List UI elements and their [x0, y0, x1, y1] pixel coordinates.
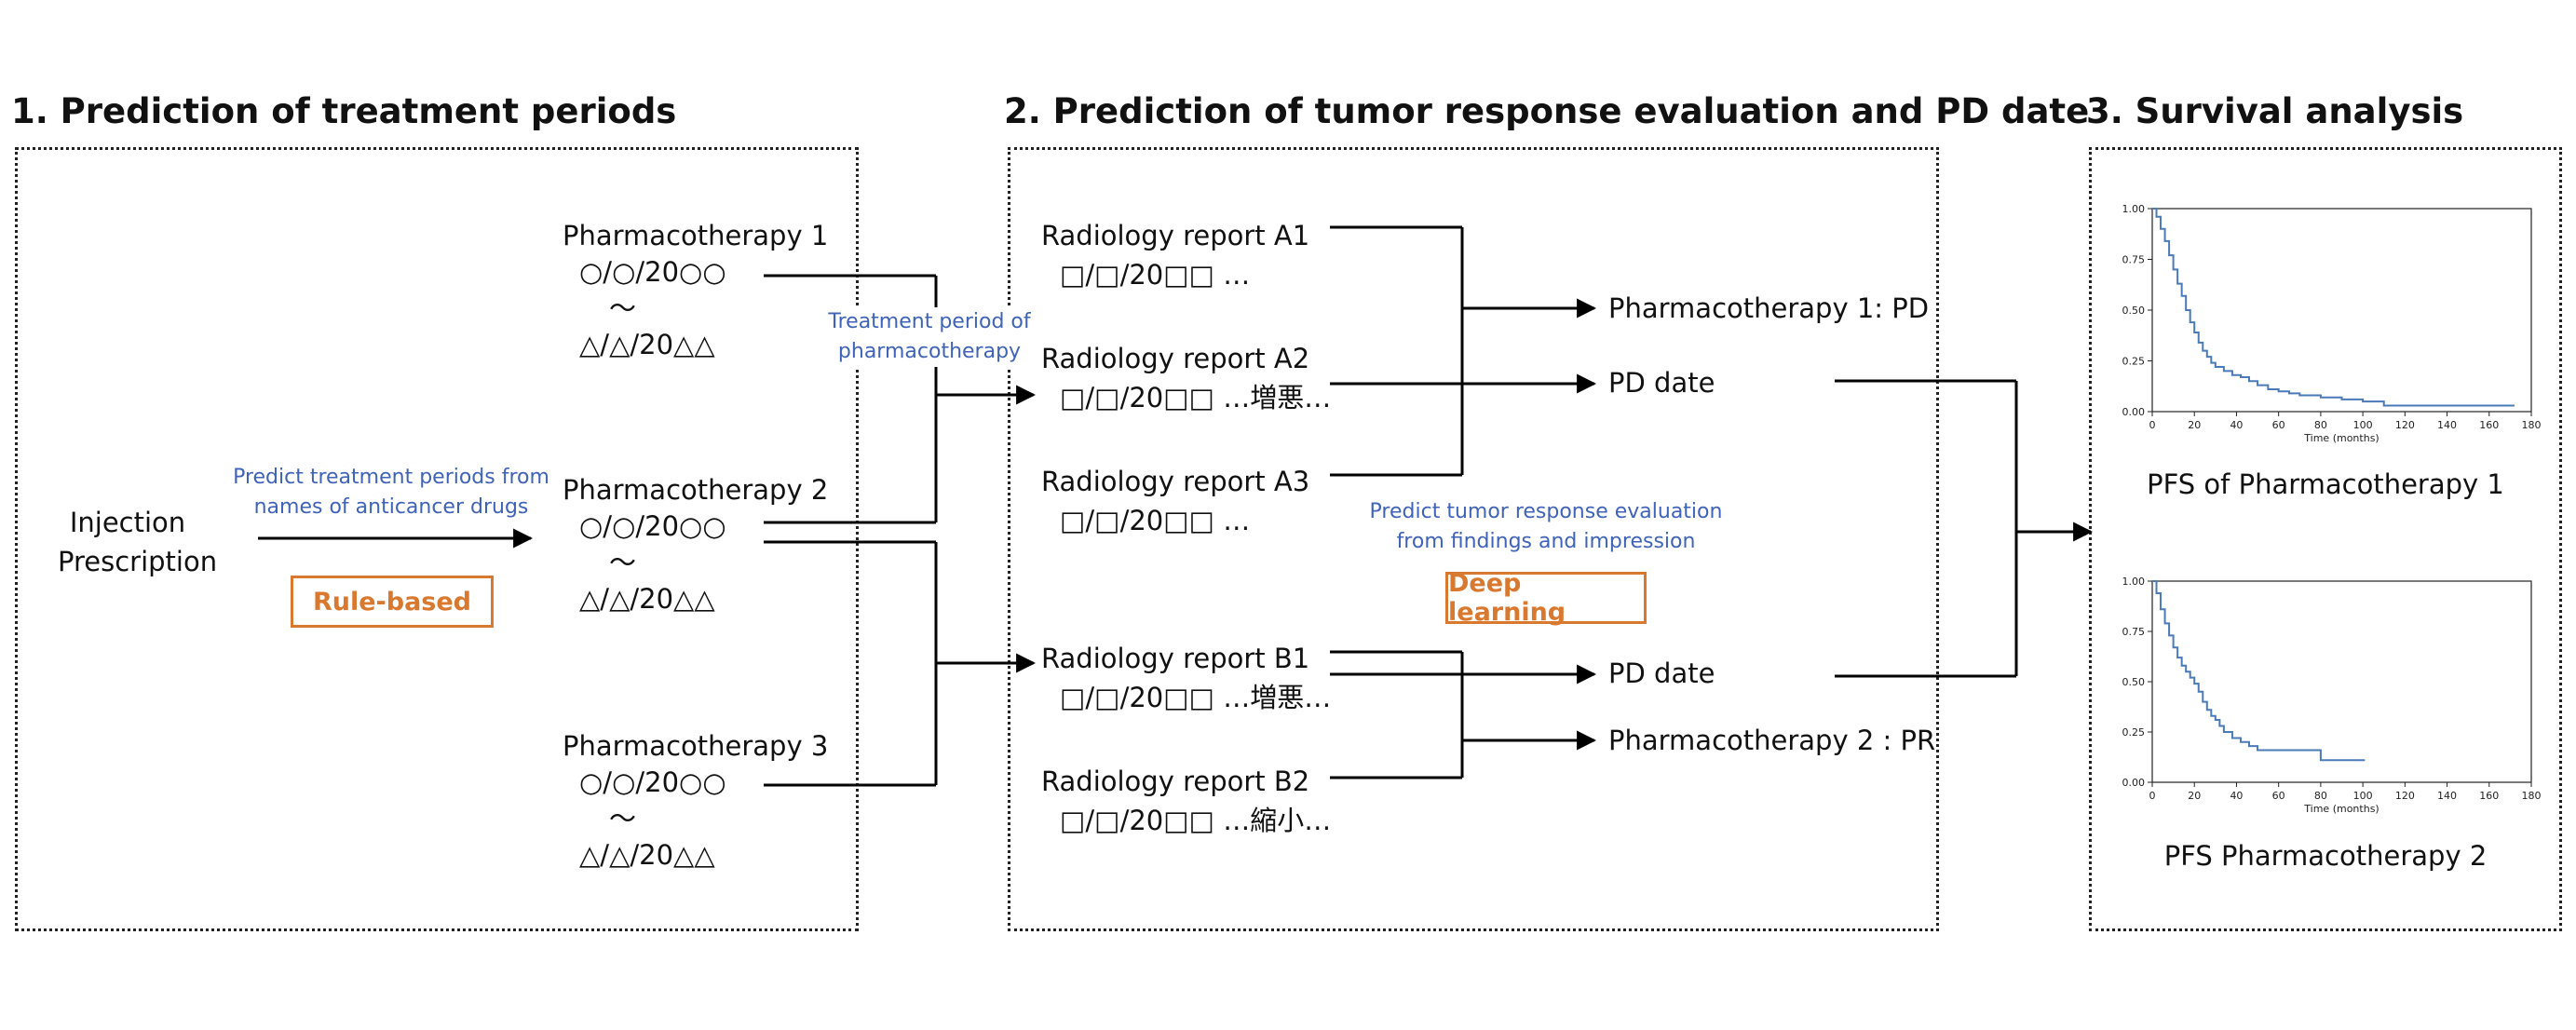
treatment-period-note-line-2: pharmacotherapy [837, 339, 1022, 363]
pd-date-output-b: PD date [1608, 657, 1715, 689]
radiology-report-b2: Radiology report B2 □/□/20□□ …縮小… [1041, 762, 1331, 840]
treatment-period-note: Treatment period of pharmacotherapy [818, 307, 1041, 367]
therapy-tilde: 〜 [609, 547, 637, 578]
eval-output-a: Pharmacotherapy 1: PD [1608, 292, 1930, 324]
pfs-chart-1-caption: PFS of Pharmacotherapy 1 [2147, 468, 2504, 500]
plot-frame [2151, 580, 2532, 783]
therapy-start: ○/○/20○○ [579, 766, 726, 798]
x-tick-label: 40 [2230, 790, 2243, 802]
report-name: Radiology report A2 [1041, 343, 1310, 374]
x-tick-label: 20 [2188, 790, 2201, 802]
x-tick-label: 140 [2437, 790, 2457, 802]
pharmacotherapy-2: Pharmacotherapy 2 ○/○/20○○ 〜 △/△/20△△ [563, 472, 828, 617]
y-tick-label: 0.25 [2122, 356, 2146, 368]
x-tick-label: 60 [2272, 790, 2285, 802]
x-tick-label: 0 [2149, 419, 2156, 431]
predict-response-note: Predict tumor response evaluation from f… [1360, 497, 1732, 557]
y-tick-label: 0.00 [2122, 406, 2146, 418]
section-2-box [1008, 147, 1939, 931]
section-3-title: 3. Survival analysis [2086, 91, 2464, 131]
prescription-line-2: Prescription [58, 546, 218, 577]
y-tick-label: 0.50 [2122, 305, 2146, 317]
report-name: Radiology report A1 [1041, 220, 1310, 251]
y-tick-label: 1.00 [2122, 576, 2146, 588]
predict-periods-note-line-2: names of anticancer drugs [253, 495, 529, 519]
radiology-report-a3: Radiology report A3 □/□/20□□ … [1041, 462, 1309, 540]
section-2-title: 2. Prediction of tumor response evaluati… [1004, 91, 2090, 131]
report-line: □/□/20□□ …増悪… [1060, 682, 1332, 713]
report-name: Radiology report A3 [1041, 466, 1310, 497]
survival-curve [2152, 580, 2366, 762]
y-tick-label: 0.50 [2122, 676, 2146, 688]
therapy-tilde: 〜 [609, 803, 637, 834]
section-1-title: 1. Prediction of treatment periods [11, 91, 677, 131]
radiology-report-a1: Radiology report A1 □/□/20□□ … [1041, 216, 1309, 294]
therapy-start: ○/○/20○○ [579, 256, 726, 288]
section-1-box [15, 147, 859, 931]
rule-based-badge: Rule-based [291, 576, 494, 628]
radiology-report-b1: Radiology report B1 □/□/20□□ …増悪… [1041, 639, 1331, 717]
x-tick-label: 100 [2353, 790, 2373, 802]
x-tick-label: 80 [2314, 419, 2327, 431]
x-tick-label: 180 [2522, 419, 2542, 431]
x-tick-label: 180 [2522, 790, 2542, 802]
eval-output-b: Pharmacotherapy 2 : PR [1608, 725, 1936, 756]
therapy-start: ○/○/20○○ [579, 510, 726, 542]
therapy-end: △/△/20△△ [579, 329, 715, 360]
therapy-tilde: 〜 [609, 292, 637, 324]
therapy-name: Pharmacotherapy 2 [563, 474, 829, 506]
y-tick-label: 0.75 [2122, 254, 2146, 266]
x-tick-label: 140 [2437, 419, 2457, 431]
predict-response-note-line-1: Predict tumor response evaluation [1369, 500, 1723, 523]
report-line: □/□/20□□ …縮小… [1060, 805, 1332, 836]
radiology-report-a2: Radiology report A2 □/□/20□□ …増悪… [1041, 339, 1331, 417]
x-tick-label: 120 [2395, 790, 2415, 802]
pd-date-output-a: PD date [1608, 367, 1715, 399]
x-tick-label: 160 [2479, 419, 2499, 431]
treatment-period-note-line-1: Treatment period of [828, 310, 1031, 333]
report-name: Radiology report B2 [1041, 766, 1310, 797]
x-axis-label: Time (months) [2303, 803, 2379, 815]
survival-curve [2152, 208, 2515, 407]
therapy-end: △/△/20△△ [579, 839, 715, 871]
predict-periods-note: Predict treatment periods from names of … [224, 463, 559, 522]
deep-learning-badge: Deep learning [1445, 569, 1647, 627]
injection-prescription: Injection Prescription [58, 503, 218, 581]
x-tick-label: 40 [2230, 419, 2243, 431]
x-tick-label: 60 [2272, 419, 2285, 431]
predict-response-note-line-2: from findings and impression [1396, 529, 1696, 553]
x-tick-label: 100 [2353, 419, 2373, 431]
pharmacotherapy-1: Pharmacotherapy 1 ○/○/20○○ 〜 △/△/20△△ [563, 218, 828, 363]
pharmacotherapy-3: Pharmacotherapy 3 ○/○/20○○ 〜 △/△/20△△ [563, 728, 828, 874]
report-line: □/□/20□□ … [1060, 505, 1251, 536]
predict-periods-note-line-1: Predict treatment periods from [233, 466, 549, 489]
report-name: Radiology report B1 [1041, 643, 1310, 674]
x-tick-label: 80 [2314, 790, 2327, 802]
y-tick-label: 1.00 [2122, 203, 2146, 215]
report-line: □/□/20□□ …増悪… [1060, 382, 1332, 413]
x-tick-label: 20 [2188, 419, 2201, 431]
y-tick-label: 0.25 [2122, 726, 2146, 739]
y-tick-label: 0.00 [2122, 777, 2146, 789]
therapy-name: Pharmacotherapy 3 [563, 730, 829, 762]
pfs-chart-2-caption: PFS Pharmacotherapy 2 [2163, 840, 2488, 872]
x-tick-label: 160 [2479, 790, 2499, 802]
report-line: □/□/20□□ … [1060, 259, 1251, 291]
therapy-name: Pharmacotherapy 1 [563, 220, 829, 251]
prescription-line-1: Injection [69, 507, 186, 538]
x-axis-label: Time (months) [2303, 432, 2379, 444]
therapy-end: △/△/20△△ [579, 583, 715, 615]
x-tick-label: 0 [2149, 790, 2156, 802]
x-tick-label: 120 [2395, 419, 2415, 431]
y-tick-label: 0.75 [2122, 626, 2146, 638]
